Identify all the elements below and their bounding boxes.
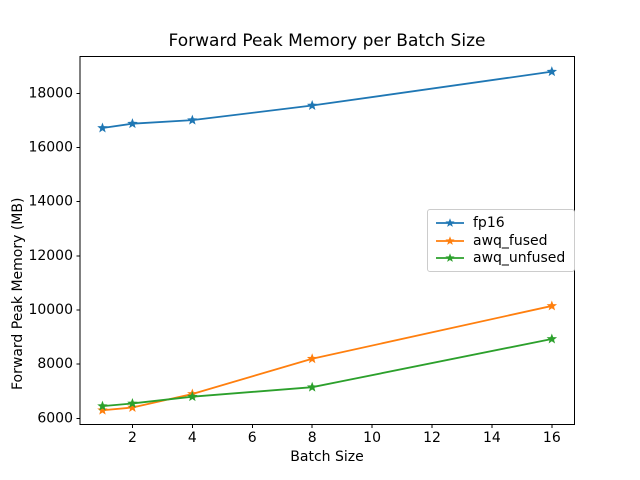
legend-label: fp16: [473, 214, 505, 231]
y-axis-label: Forward Peak Memory (MB): [10, 197, 26, 390]
legend-label: awq_fused: [473, 232, 548, 249]
y-tick-label: 10000: [28, 302, 73, 318]
fp16-marker: [187, 114, 198, 125]
x-tick-label: 12: [423, 430, 441, 446]
x-tick-label: 2: [128, 430, 137, 446]
x-tick-label: 4: [188, 430, 197, 446]
fp16-line: [101, 70, 553, 129]
legend-line-marker-swatch: [436, 235, 464, 245]
fp16-marker: [306, 100, 318, 110]
fp16-marker: [127, 118, 138, 129]
awq_unfused-line: [101, 338, 553, 408]
legend-line-marker-swatch: [436, 253, 464, 263]
y-tick-label: 6000: [37, 410, 73, 426]
awq_fused-marker: [306, 353, 318, 364]
x-tick-label: 6: [248, 430, 257, 446]
x-tick-label: 8: [308, 430, 317, 446]
legend-item-awq_unfused: awq_unfused: [435, 249, 565, 267]
legend-item-awq_fused: awq_fused: [435, 232, 565, 250]
awq_unfused-marker: [306, 381, 318, 392]
awq_fused-line: [101, 305, 553, 412]
y-tick-label: 14000: [28, 194, 73, 210]
legend-line-marker-swatch: [436, 218, 464, 227]
legend-label: awq_unfused: [473, 250, 566, 267]
y-tick-label: 16000: [28, 140, 73, 156]
awq_unfused-marker: [97, 400, 108, 411]
fp16-marker: [546, 66, 558, 77]
awq_fused-marker: [546, 300, 558, 311]
y-tick-label: 12000: [28, 248, 73, 264]
x-tick-label: 10: [363, 430, 381, 446]
awq_unfused-marker: [546, 333, 558, 344]
x-tick-label: 16: [543, 430, 561, 446]
awq_unfused-marker: [187, 391, 198, 402]
fp16-marker: [97, 122, 108, 133]
awq_fused-marker: [97, 404, 108, 415]
legend-item-fp16: fp16: [435, 214, 565, 232]
x-axis-label: Batch Size: [290, 449, 364, 465]
y-tick-label: 8000: [37, 356, 73, 372]
awq_fused-marker: [127, 402, 138, 412]
x-tick-label: 14: [483, 430, 501, 446]
y-tick-label: 18000: [28, 85, 73, 101]
awq_unfused-marker: [127, 397, 138, 408]
chart-title: Forward Peak Memory per Batch Size: [168, 31, 486, 51]
